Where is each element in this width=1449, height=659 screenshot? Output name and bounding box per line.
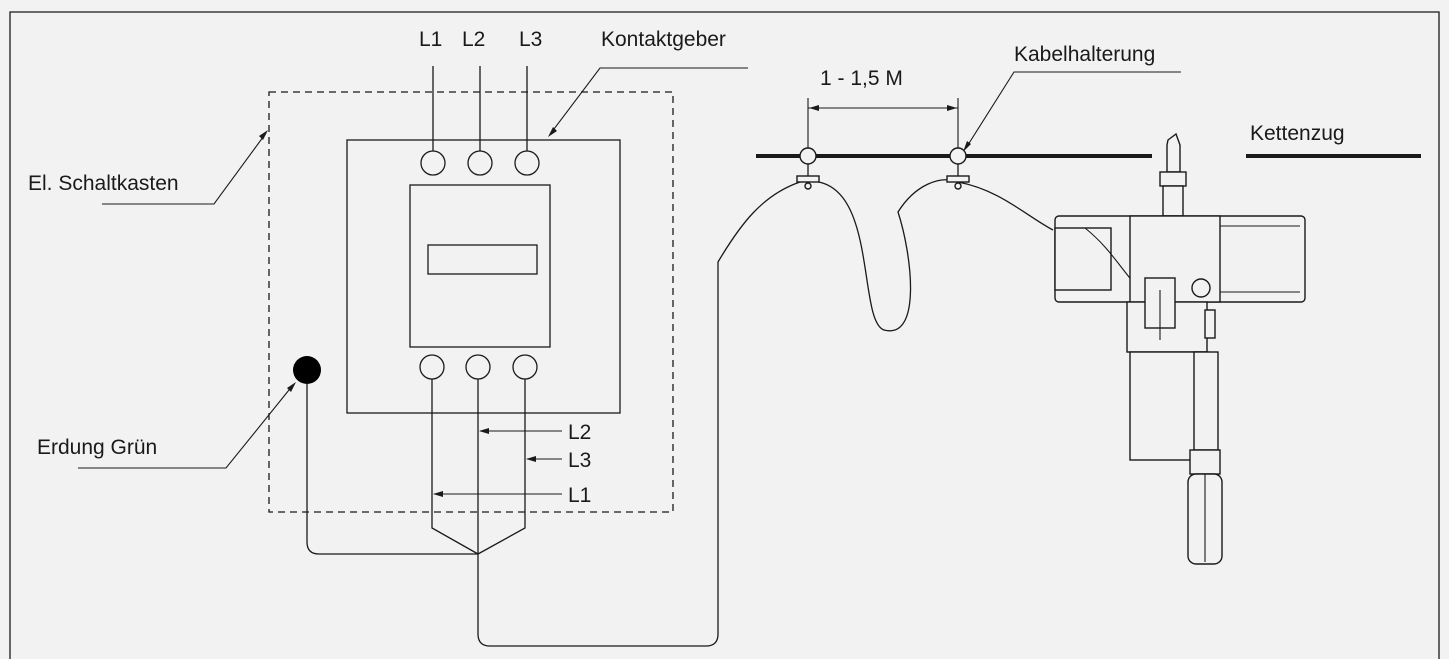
cable-holder-2 xyxy=(946,147,970,190)
chain-hoist-drawing xyxy=(1054,132,1306,565)
terminal-bottom-3 xyxy=(512,354,538,380)
pointer-l2-arrow xyxy=(479,428,489,434)
label-bottom-l3: L3 xyxy=(568,449,591,472)
label-chain-hoist: Kettenzug xyxy=(1250,122,1345,145)
dimension-arrow-left xyxy=(809,105,819,111)
leader-grounding-arrow xyxy=(287,382,296,392)
leader-grounding xyxy=(78,384,294,469)
label-bottom-l2: L2 xyxy=(568,421,591,444)
label-switch-box: El. Schaltkasten xyxy=(28,172,179,195)
leader-cable-holder xyxy=(965,71,1181,149)
terminal-top-l2 xyxy=(467,150,493,176)
terminal-bottom-1 xyxy=(419,354,445,380)
frame-border xyxy=(9,11,1440,659)
label-top-l1: L1 xyxy=(419,28,442,51)
output-line-1 xyxy=(431,379,479,555)
label-top-l2: L2 xyxy=(462,28,485,51)
contactor-module xyxy=(409,184,551,348)
pointer-l1-arrow xyxy=(433,491,443,497)
hoist-cable xyxy=(477,179,1054,647)
switch-box-dashed xyxy=(268,91,674,513)
contactor-body xyxy=(346,139,621,414)
label-distance: 1 - 1,5 M xyxy=(820,67,903,90)
output-line-3 xyxy=(477,379,526,555)
label-bottom-l1: L1 xyxy=(568,484,591,507)
leader-cable-holder-arrow xyxy=(963,141,971,152)
terminal-top-l3 xyxy=(514,150,540,176)
terminal-top-l1 xyxy=(420,150,446,176)
leader-switch-box-arrow xyxy=(259,130,268,140)
leader-switch-box xyxy=(102,132,267,205)
cable-holder-1 xyxy=(796,147,820,190)
leader-contactor-arrow xyxy=(548,127,557,137)
label-top-l3: L3 xyxy=(519,28,542,51)
label-cable-holder: Kabelhalterung xyxy=(1014,43,1155,66)
leader-contactor xyxy=(550,67,748,134)
label-contactor: Kontaktgeber xyxy=(601,28,726,51)
dimension-arrow-right xyxy=(947,105,957,111)
ground-terminal xyxy=(293,356,321,384)
contactor-display xyxy=(427,244,538,275)
label-grounding: Erdung Grün xyxy=(37,436,157,459)
terminal-bottom-2 xyxy=(465,354,491,380)
pointer-l3-arrow xyxy=(526,456,536,462)
ground-wire xyxy=(306,384,478,555)
